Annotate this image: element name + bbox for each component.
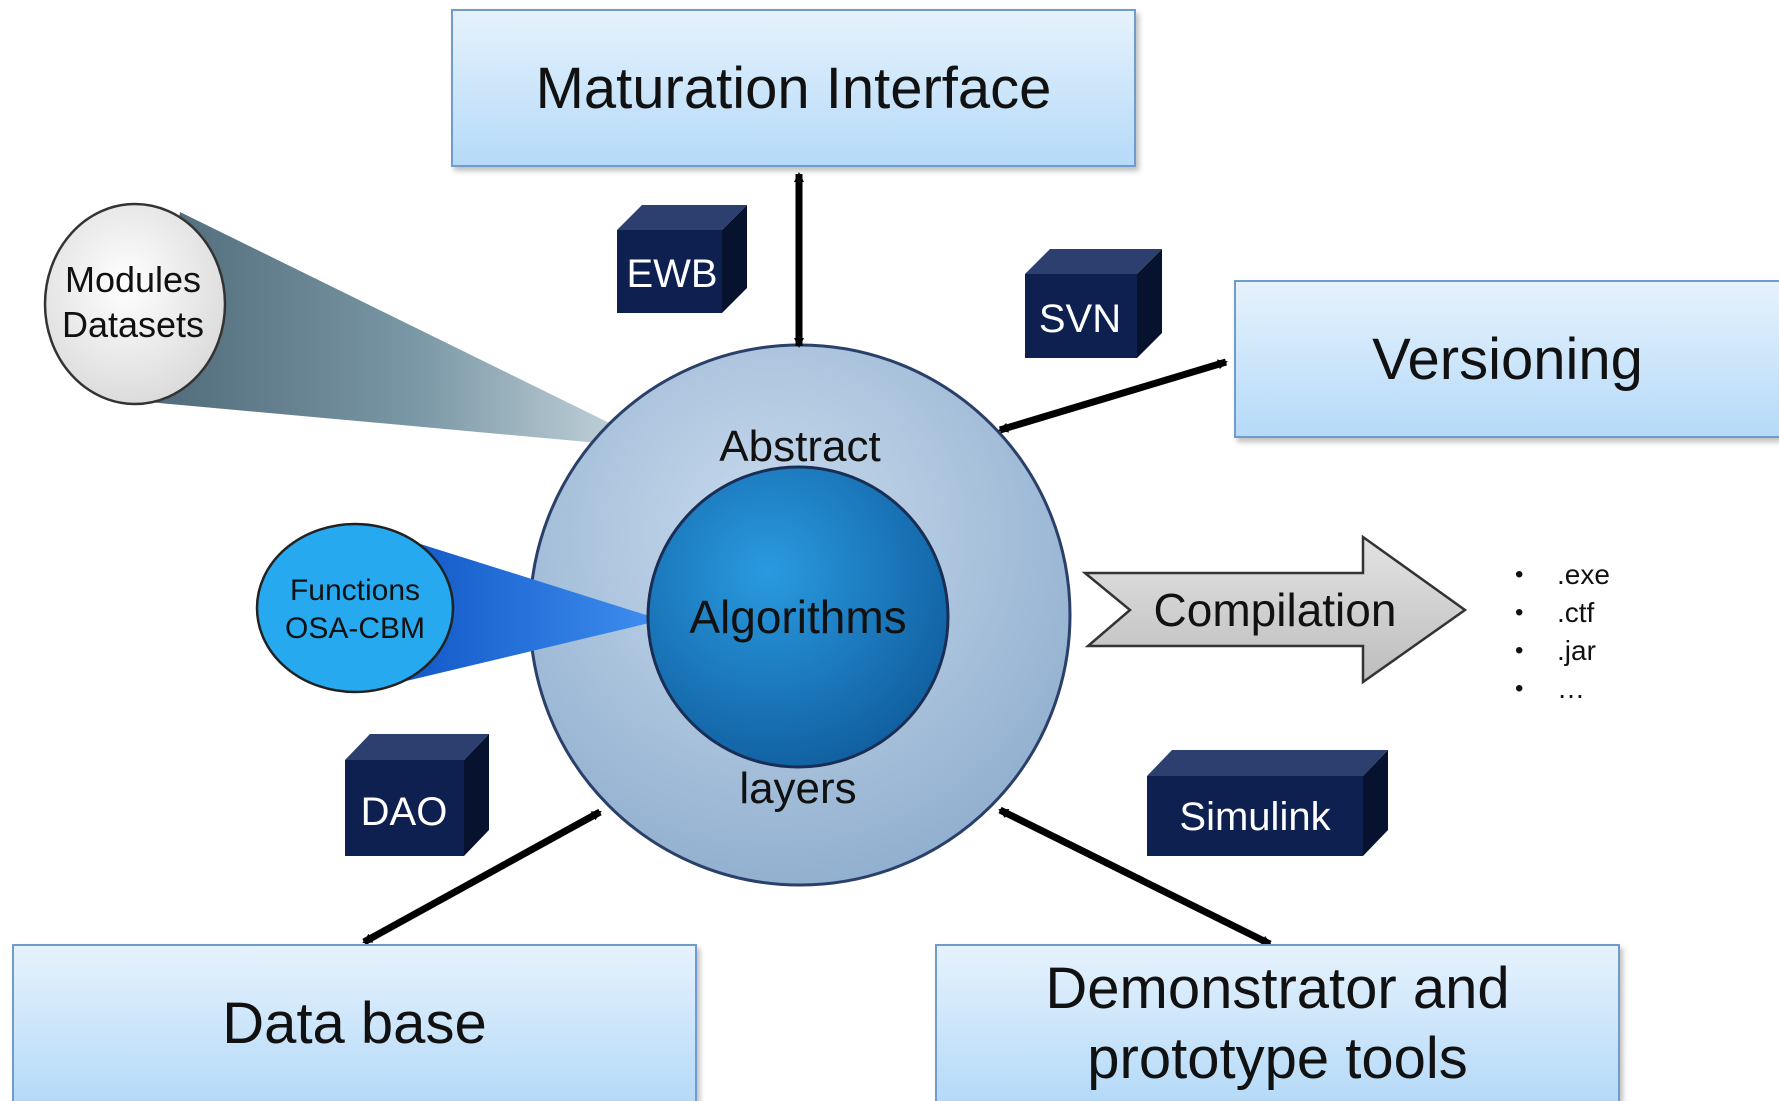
functions-label-line1: Functions — [290, 574, 420, 607]
data-base-box: Data base — [12, 944, 697, 1101]
arrow-database — [362, 808, 602, 946]
simulink-label: Simulink — [1179, 795, 1331, 839]
demonstrator-label-line2: prototype tools — [1087, 1025, 1468, 1091]
svn-label: SVN — [1039, 297, 1121, 341]
cube-simulink: Simulink — [1147, 750, 1388, 856]
algorithms-label: Algorithms — [689, 591, 906, 643]
output-ctf: .ctf — [1515, 594, 1610, 632]
modules-label-line1: Modules — [65, 259, 201, 300]
compilation-label: Compilation — [1154, 584, 1397, 636]
algorithms-circle — [646, 465, 950, 769]
functions-label-line2: OSA-CBM — [285, 612, 425, 645]
abstract-label: Abstract — [719, 422, 880, 471]
modules-cone-end — [43, 202, 227, 406]
modules-cone — [148, 212, 640, 446]
layers-label: layers — [739, 764, 856, 813]
maturation-interface-box: Maturation Interface — [451, 9, 1136, 167]
dao-label: DAO — [361, 790, 448, 834]
compilation-arrow: Compilation — [1081, 534, 1468, 685]
maturation-interface-label: Maturation Interface — [535, 55, 1052, 121]
demonstrator-box: Demonstrator and prototype tools — [935, 944, 1620, 1101]
versioning-box: Versioning — [1234, 280, 1779, 438]
output-more: … — [1515, 670, 1610, 708]
output-exe: .exe — [1515, 556, 1610, 594]
arrow-demonstrator — [998, 806, 1272, 948]
demonstrator-label-line1: Demonstrator and — [1045, 955, 1510, 1021]
ewb-label: EWB — [626, 252, 717, 296]
compilation-outputs-list: .exe .ctf .jar … — [1515, 556, 1610, 708]
cube-svn: SVN — [1025, 249, 1162, 358]
arrow-versioning — [998, 358, 1228, 434]
modules-datasets-callout: Modules Datasets — [43, 202, 640, 446]
cube-ewb: EWB — [617, 205, 747, 313]
cube-dao: DAO — [345, 734, 489, 856]
modules-label-line2: Datasets — [62, 304, 204, 345]
functions-cone-end — [255, 522, 455, 694]
versioning-label: Versioning — [1372, 326, 1643, 392]
data-base-label: Data base — [222, 991, 487, 1056]
output-jar: .jar — [1515, 632, 1610, 670]
functions-callout: Functions OSA-CBM — [255, 522, 662, 694]
